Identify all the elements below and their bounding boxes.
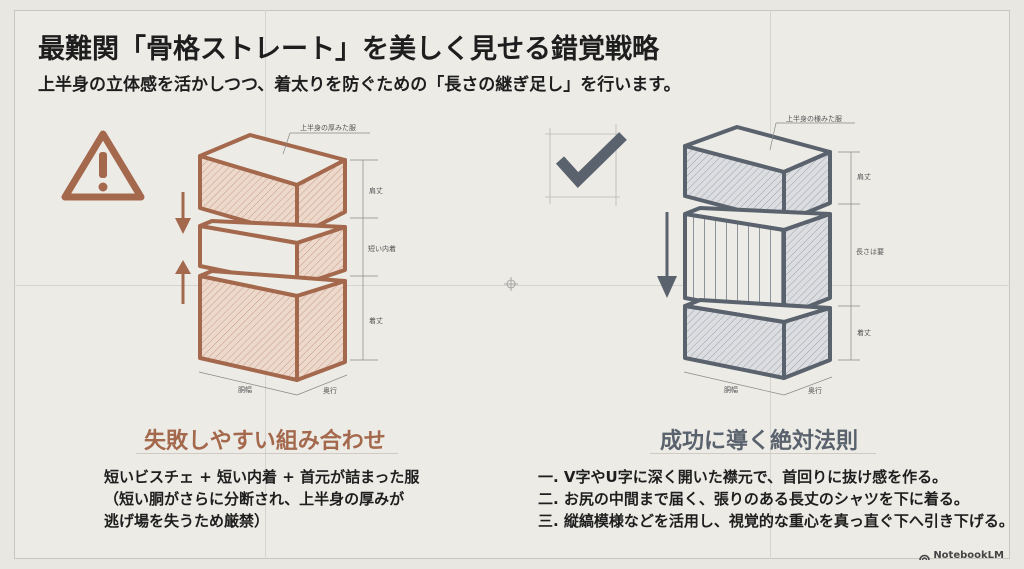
left-depth-label: 奥行 bbox=[323, 386, 337, 395]
left-width-label: 胴幅 bbox=[238, 385, 252, 394]
right-dim-mid-label: 長さは要 bbox=[856, 248, 884, 256]
failure-box-stack bbox=[198, 133, 347, 382]
rule-item: 二. お尻の中間まで届く、張りのある長丈のシャツを下に着る。 bbox=[538, 490, 969, 508]
page-title: 最難関「骨格ストレート」を美しく見せる錯覚戦略 bbox=[38, 34, 659, 65]
down-arrow-icon bbox=[657, 212, 677, 298]
success-rules: 一. V字やU字に深く開いた襟元で、首回りに抜け感を作る。 二. お尻の中間まで… bbox=[538, 466, 1014, 532]
right-dim-top-label: 肩丈 bbox=[857, 172, 871, 181]
failure-line: 短いビスチェ + 短い内着 + 首元が詰まった服 bbox=[104, 468, 420, 486]
right-dimension-lines bbox=[683, 122, 860, 396]
right-depth-label: 奥行 bbox=[808, 386, 822, 395]
brand-label: NotebookLM bbox=[933, 550, 1004, 561]
rule-item: 一. V字やU字に深く開いた襟元で、首回りに抜け感を作る。 bbox=[538, 468, 948, 486]
rule-item: 三. 縦縞模様などを活用し、視覚的な重心を真っ直ぐ下へ引き下げる。 bbox=[538, 512, 1014, 530]
failure-description: 短いビスチェ + 短い内着 + 首元が詰まった服 （短い胴がさらに分断され、上半… bbox=[104, 466, 419, 532]
left-dim-mid-label: 短い内着 bbox=[368, 244, 396, 253]
failure-line: 逃げ場を失うため厳禁） bbox=[104, 512, 270, 530]
left-callout-label: 上半身の厚みた服 bbox=[300, 123, 356, 132]
notebooklm-logo-icon bbox=[919, 554, 931, 560]
slide-frame bbox=[14, 10, 1010, 559]
right-dim-bottom-label: 着丈 bbox=[857, 328, 871, 337]
success-heading: 成功に導く絶対法則 bbox=[660, 429, 859, 454]
compress-arrows-icon bbox=[175, 192, 191, 304]
failure-heading: 失敗しやすい組み合わせ bbox=[144, 429, 386, 454]
right-callout-label: 上半身の様みた服 bbox=[786, 114, 842, 123]
left-dim-top-label: 肩丈 bbox=[369, 186, 383, 195]
left-dimension-lines bbox=[198, 132, 378, 396]
brand-watermark: NotebookLM bbox=[919, 550, 1004, 561]
right-width-label: 胴幅 bbox=[724, 385, 738, 394]
checkmark-icon bbox=[545, 124, 627, 206]
grid-line bbox=[14, 285, 1010, 286]
left-dim-bottom-label: 着丈 bbox=[369, 316, 383, 325]
success-heading-underline bbox=[650, 453, 876, 454]
success-box-stack bbox=[683, 125, 832, 380]
failure-line: （短い胴がさらに分断され、上半身の厚みが bbox=[104, 490, 405, 508]
page-subtitle: 上半身の立体感を活かしつつ、着太りを防ぐための「長さの継ぎ足し」を行います。 bbox=[38, 75, 681, 95]
crosshair-icon bbox=[504, 277, 518, 291]
failure-heading-underline bbox=[136, 453, 398, 454]
warning-triangle-icon bbox=[61, 130, 145, 201]
